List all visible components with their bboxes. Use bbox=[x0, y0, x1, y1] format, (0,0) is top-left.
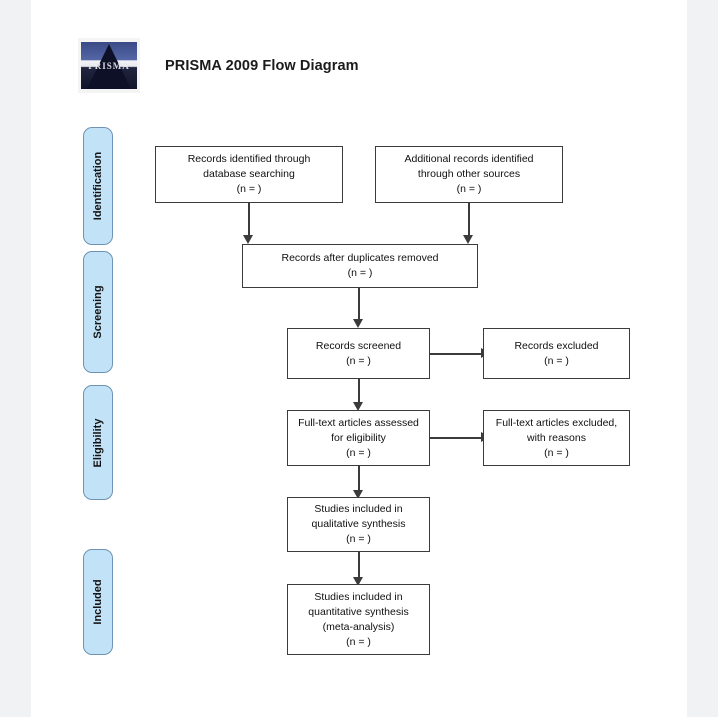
document-page: PRISMA PRISMA 2009 Flow Diagram Identifi… bbox=[31, 0, 687, 717]
box-studies-quantitative-synthesis-line2: quantitative synthesis bbox=[308, 605, 409, 618]
box-records-after-duplicates-removed-count: (n = ) bbox=[347, 267, 373, 279]
box-fulltext-excluded-with-reasons-line2: with reasons bbox=[527, 431, 586, 444]
prisma-logo-icon: PRISMA bbox=[78, 38, 140, 93]
diagram-header: PRISMA PRISMA 2009 Flow Diagram bbox=[31, 0, 687, 110]
prisma-logo-wordmark: PRISMA bbox=[88, 61, 130, 71]
box-records-after-duplicates-removed-line1: Records after duplicates removed bbox=[281, 252, 439, 264]
phase-label-included-text: Included bbox=[92, 579, 104, 625]
box-records-after-duplicates-removed: Records after duplicates removed (n = ) bbox=[242, 244, 478, 288]
connector-duplicates-to-screened bbox=[358, 288, 360, 320]
box-fulltext-assessed-eligibility-count: (n = ) bbox=[346, 446, 371, 459]
arrowhead-screened-to-fulltext bbox=[353, 402, 363, 411]
box-studies-qualitative-synthesis-line1: Studies included in bbox=[314, 503, 403, 515]
box-studies-qualitative-synthesis: Studies included in qualitative synthesi… bbox=[287, 497, 430, 552]
prisma-triangle-shape bbox=[87, 44, 131, 89]
connector-fulltext-to-excluded bbox=[430, 437, 483, 439]
box-records-screened: Records screened (n = ) bbox=[287, 328, 430, 379]
connector-qualitative-to-quantitative bbox=[358, 552, 360, 579]
box-studies-qualitative-synthesis-count: (n = ) bbox=[346, 533, 371, 545]
box-fulltext-assessed-eligibility-line1: Full-text articles assessed bbox=[298, 416, 419, 429]
box-fulltext-excluded-with-reasons-count: (n = ) bbox=[544, 446, 569, 459]
connector-screened-to-fulltext bbox=[358, 379, 360, 404]
box-studies-quantitative-synthesis-line1: Studies included in bbox=[314, 590, 403, 603]
box-records-identified-database-count: (n = ) bbox=[236, 183, 262, 195]
arrowhead-database-to-duplicates bbox=[243, 235, 253, 244]
prisma-logo-graphic: PRISMA bbox=[81, 42, 137, 89]
connector-database-to-duplicates bbox=[248, 203, 250, 236]
box-studies-quantitative-synthesis-count: (n = ) bbox=[346, 635, 371, 648]
phase-label-identification-text: Identification bbox=[92, 151, 104, 221]
page-title: PRISMA 2009 Flow Diagram bbox=[165, 58, 359, 74]
box-records-excluded-count: (n = ) bbox=[544, 354, 569, 367]
box-fulltext-excluded-with-reasons: Full-text articles excluded, with reason… bbox=[483, 410, 630, 466]
phase-label-included: Included bbox=[83, 549, 113, 655]
box-records-screened-line1: Records screened bbox=[315, 339, 402, 352]
phase-label-screening: Screening bbox=[83, 251, 113, 373]
box-studies-qualitative-synthesis-line2: qualitative synthesis bbox=[311, 518, 406, 530]
box-additional-records-other-sources: Additional records identified through ot… bbox=[375, 146, 563, 203]
box-fulltext-assessed-eligibility-line2: for eligibility bbox=[331, 431, 386, 444]
box-records-identified-database-line2: database searching bbox=[203, 168, 295, 180]
phase-label-identification: Identification bbox=[83, 127, 113, 245]
arrowhead-qualitative-to-quantitative bbox=[353, 577, 363, 586]
phase-label-eligibility: Eligibility bbox=[83, 385, 113, 500]
box-additional-records-other-sources-line1: Additional records identified bbox=[404, 153, 534, 165]
arrowhead-other-sources-to-duplicates bbox=[463, 235, 473, 244]
arrowhead-duplicates-to-screened bbox=[353, 319, 363, 328]
phase-label-eligibility-text: Eligibility bbox=[92, 418, 104, 467]
arrowhead-fulltext-to-qualitative bbox=[353, 490, 363, 499]
phase-label-screening-text: Screening bbox=[92, 285, 104, 339]
connector-other-sources-to-duplicates bbox=[468, 203, 470, 236]
connector-fulltext-to-qualitative bbox=[358, 466, 360, 492]
box-fulltext-assessed-eligibility: Full-text articles assessed for eligibil… bbox=[287, 410, 430, 466]
box-additional-records-other-sources-count: (n = ) bbox=[456, 183, 482, 195]
box-fulltext-excluded-with-reasons-line1: Full-text articles excluded, bbox=[495, 416, 618, 429]
box-records-screened-count: (n = ) bbox=[346, 354, 371, 367]
box-records-identified-database: Records identified through database sear… bbox=[155, 146, 343, 203]
box-additional-records-other-sources-line2: through other sources bbox=[417, 168, 521, 180]
box-studies-quantitative-synthesis: Studies included in quantitative synthes… bbox=[287, 584, 430, 655]
box-records-excluded-line1: Records excluded bbox=[514, 339, 599, 352]
box-records-identified-database-line1: Records identified through bbox=[187, 153, 311, 165]
box-studies-quantitative-synthesis-line3: (meta-analysis) bbox=[322, 620, 395, 633]
box-records-excluded: Records excluded (n = ) bbox=[483, 328, 630, 379]
connector-screened-to-excluded bbox=[430, 353, 483, 355]
